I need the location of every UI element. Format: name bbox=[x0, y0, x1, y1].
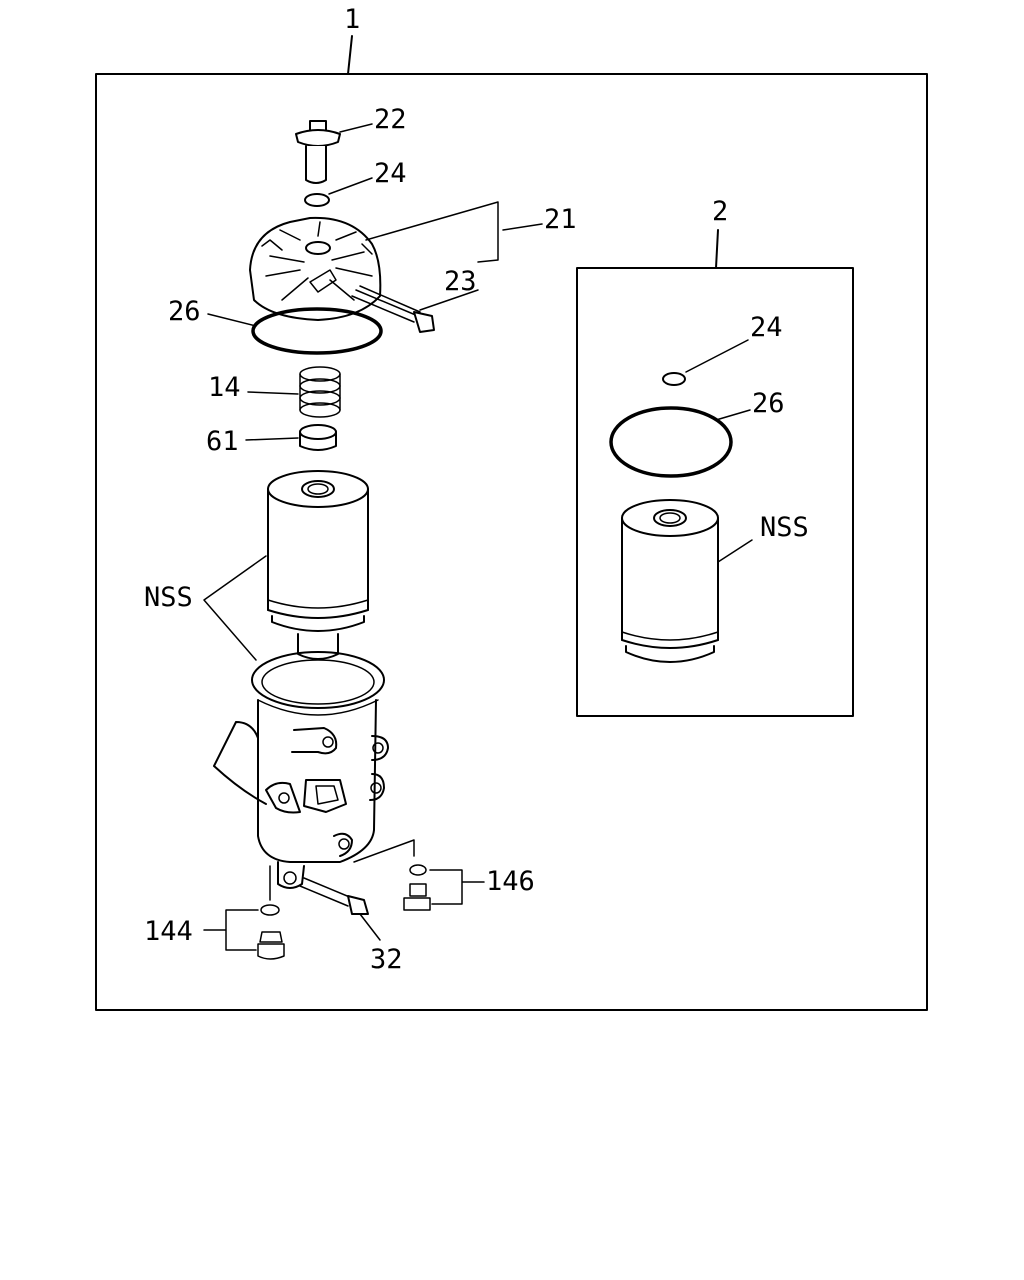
leader-plug-146 bbox=[429, 869, 485, 905]
leader-bolt bbox=[339, 123, 373, 133]
callout-bolt: 22 bbox=[374, 104, 407, 135]
leader-kit-oring-large bbox=[715, 409, 751, 421]
leader-kit bbox=[715, 229, 719, 269]
callout-plug-144: 144 bbox=[144, 916, 193, 947]
callout-cover-screw: 23 bbox=[444, 266, 477, 297]
callout-spring: 14 bbox=[208, 372, 241, 403]
callout-seat: 61 bbox=[206, 426, 239, 457]
leader-kit-nss bbox=[717, 539, 753, 563]
callout-kit-oring-large: 26 bbox=[752, 388, 785, 419]
callout-screw-32: 32 bbox=[370, 944, 403, 975]
callout-oring-small: 24 bbox=[374, 158, 407, 189]
callout-oring-large: 26 bbox=[168, 296, 201, 327]
callout-plug-146: 146 bbox=[486, 866, 535, 897]
leader-assembly bbox=[347, 35, 353, 75]
cover-21 bbox=[249, 216, 382, 321]
leader-cover-screw bbox=[419, 289, 479, 311]
plug-set-144 bbox=[257, 904, 285, 960]
callout-nss-main: NSS bbox=[144, 582, 193, 613]
leader-spring bbox=[247, 391, 299, 395]
seat-61 bbox=[299, 424, 337, 451]
assembly-frame bbox=[95, 73, 928, 1011]
leader-kit-oring-small bbox=[685, 339, 749, 373]
filter-housing bbox=[213, 651, 389, 889]
callout-kit-nss: NSS bbox=[760, 512, 809, 543]
callout-kit-oring-small: 24 bbox=[750, 312, 783, 343]
leader-plug-144 bbox=[203, 909, 259, 951]
kit-oring-24 bbox=[662, 372, 686, 386]
spring-14 bbox=[299, 366, 341, 418]
leader-oring-large bbox=[207, 313, 257, 327]
leader-nss-main bbox=[203, 555, 267, 661]
kit-filter-element bbox=[621, 499, 719, 663]
leader-cover bbox=[365, 201, 543, 263]
filter-element-main bbox=[267, 470, 369, 660]
leader-screw-32 bbox=[359, 913, 381, 941]
oring-26 bbox=[251, 307, 383, 355]
callout-cover: 21 bbox=[544, 204, 577, 235]
leader-oring-small bbox=[328, 177, 373, 195]
callout-assembly: 1 bbox=[344, 4, 360, 35]
callout-kit: 2 bbox=[712, 196, 728, 227]
oring-24 bbox=[304, 193, 330, 207]
plug-set-146 bbox=[403, 864, 431, 911]
screw-23 bbox=[351, 285, 435, 333]
kit-oring-26 bbox=[609, 406, 733, 478]
screw-32 bbox=[299, 877, 369, 915]
leader-146-source bbox=[353, 839, 415, 863]
leader-seat bbox=[245, 437, 299, 441]
bolt-22 bbox=[295, 120, 341, 184]
